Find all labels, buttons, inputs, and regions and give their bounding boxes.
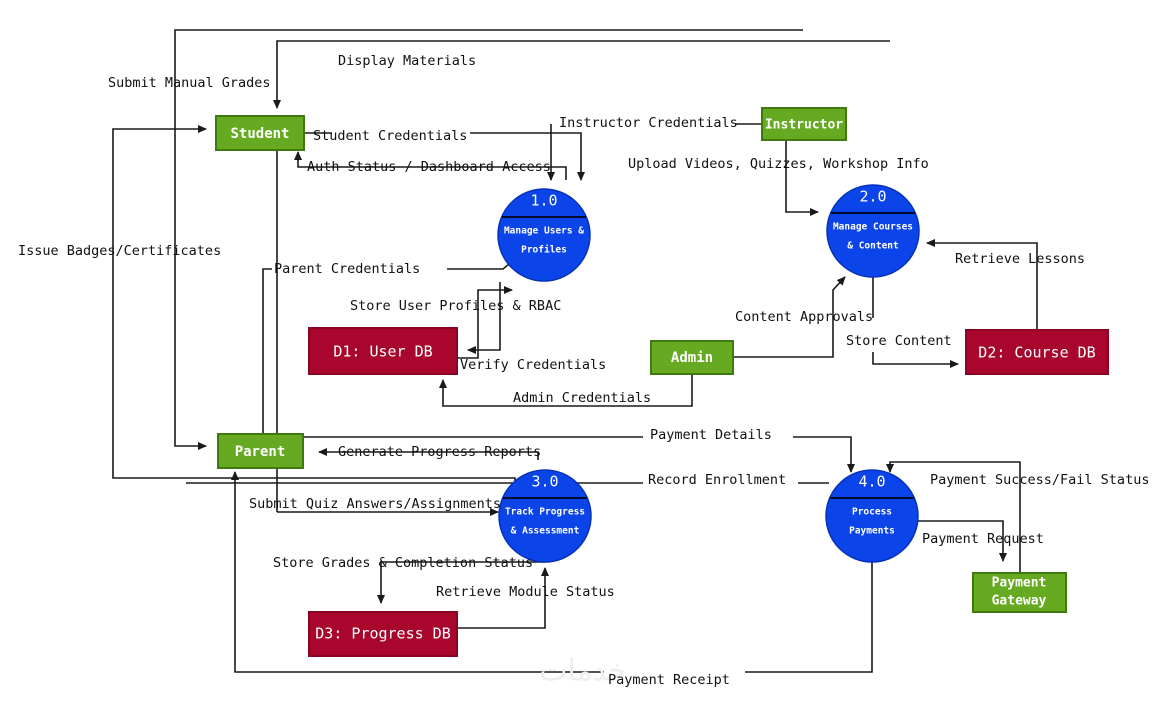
process-3-circle[interactable] [498,469,592,563]
flow-label-store-grades: Store Grades & Completion Status [273,555,533,571]
external-entity-student-label: Student [230,126,289,142]
flow-line-store-content-b [872,352,959,368]
process-1-circle[interactable] [497,188,591,282]
flow-line-parent-credentials-b [447,258,516,270]
data-store-d1-label: D1: User DB [333,343,432,361]
flow-label-payment-request: Payment Request [922,531,1044,547]
external-entity-payment-gateway-rect[interactable] [972,572,1067,613]
process-3-track-progress-assessment[interactable]: 3.0 Track Progress & Assessment [498,469,592,563]
process-1-manage-users-profiles[interactable]: 1.0 Manage Users & Profiles [497,188,591,282]
flow-line-payment-details-b [793,436,855,473]
flow-label-issue-badges: Issue Badges/Certificates [18,243,221,259]
flow-line-parent-credentials [262,268,272,443]
external-entity-payment-gateway-label-line-1: Payment [992,576,1047,591]
flow-line-store-user-profiles [467,282,501,354]
data-store-d1-rect[interactable] [308,327,458,375]
data-store-d2-label: D2: Course DB [978,344,1095,362]
data-store-d2[interactable]: D2: Course DB [965,329,1109,375]
data-store-d2-rect[interactable] [965,329,1109,375]
process-3-name-line-2: & Assessment [511,526,580,537]
flow-line-retrieve-module [457,567,549,629]
external-entity-parent[interactable]: Parent [217,433,304,469]
flow-label-submit-quiz: Submit Quiz Answers/Assignments [249,496,501,512]
watermark-text: خدمات [539,654,627,689]
flow-line-upload-content [785,140,819,216]
data-store-d1[interactable]: D1: User DB [308,327,458,375]
process-2-circle[interactable] [826,184,920,278]
flow-label-instructor-credentials: Instructor Credentials [559,115,738,131]
flow-label-generate-progress: Generate Progress Reports [338,444,541,460]
process-4-name-line-1: Process [852,507,892,518]
flow-label-verify-credentials: Verify Credentials [460,357,606,373]
flow-label-admin-credentials: Admin Credentials [513,390,651,406]
external-entity-admin-label: Admin [671,350,713,366]
flow-line-payment-request [917,520,1007,562]
process-1-name-line-2: Profiles [521,245,567,256]
flow-label-display-materials: Display Materials [338,53,476,69]
flow-line-payment-status [886,461,1021,573]
flow-label-submit-manual-grades: Submit Manual Grades [108,75,271,91]
flow-label-parent-credentials: Parent Credentials [274,261,420,277]
flow-label-retrieve-lessons: Retrieve Lessons [955,251,1085,267]
process-3-name-line-1: Track Progress [505,507,585,518]
process-4-circle[interactable] [825,469,919,563]
flow-line-verify-credentials [457,286,513,359]
flow-label-record-enrollment: Record Enrollment [648,472,786,488]
external-entity-instructor-label: Instructor [765,118,843,133]
flow-label-payment-receipt: Payment Receipt [608,672,730,688]
flow-label-content-approvals: Content Approvals [735,309,873,325]
flow-line-generate-progress [318,448,539,460]
flow-label-group: Submit Manual Grades Display Materials S… [18,53,1149,688]
process-2-name-line-2: & Content [847,241,898,252]
process-4-number: 4.0 [858,473,885,491]
process-1-number: 1.0 [530,192,557,210]
data-store-d3[interactable]: D3: Progress DB [308,611,458,657]
external-entity-instructor[interactable]: Instructor [761,107,847,141]
flow-line-submit-manual-grades [174,29,803,450]
flow-label-student-credentials: Student Credentials [313,128,467,144]
flow-label-retrieve-module: Retrieve Module Status [436,584,615,600]
flow-label-payment-status: Payment Success/Fail Status [930,472,1149,488]
process-2-name-line-1: Manage Courses [833,222,913,233]
process-2-number: 2.0 [859,188,886,206]
flow-line-store-grades [377,561,545,604]
external-entity-admin-rect[interactable] [650,340,734,375]
flow-label-auth-status: Auth Status / Dashboard Access [307,159,551,175]
external-entity-admin[interactable]: Admin [650,340,734,375]
flow-line-student-credentials-b [470,132,585,181]
external-entity-instructor-rect[interactable] [761,107,847,141]
flow-line-auth-status [294,151,567,180]
process-2-manage-courses-content[interactable]: 2.0 Manage Courses & Content [826,184,920,278]
process-4-name-line-2: Payments [849,526,895,537]
external-entity-payment-gateway[interactable]: Payment Gateway [972,572,1067,613]
flow-line-admin-credentials [439,374,693,407]
external-entity-parent-label: Parent [235,444,286,460]
flow-line-content-approvals [733,276,846,358]
flow-label-store-user-profiles: Store User Profiles & RBAC [350,298,561,314]
process-4-process-payments[interactable]: 4.0 Process Payments [825,469,919,563]
flow-label-store-content: Store Content [846,333,952,349]
data-store-d3-rect[interactable] [308,611,458,657]
flow-line-group [112,29,1038,673]
flow-line-retrieve-lessons [926,239,1038,330]
flow-label-payment-details: Payment Details [650,427,772,443]
flow-line-payment-receipt [745,562,873,673]
external-entity-payment-gateway-label-line-2: Gateway [992,594,1047,609]
flow-line-display-materials [273,40,890,109]
process-1-name-line-1: Manage Users & [504,226,584,237]
flow-label-upload-content: Upload Videos, Quizzes, Workshop Info [628,156,929,172]
external-entity-student[interactable]: Student [215,115,305,151]
external-entity-parent-rect[interactable] [217,433,304,469]
external-entity-student-rect[interactable] [215,115,305,151]
data-store-d3-label: D3: Progress DB [315,625,450,643]
process-3-number: 3.0 [531,473,558,491]
flow-line-payment-receipt-b [231,471,604,673]
